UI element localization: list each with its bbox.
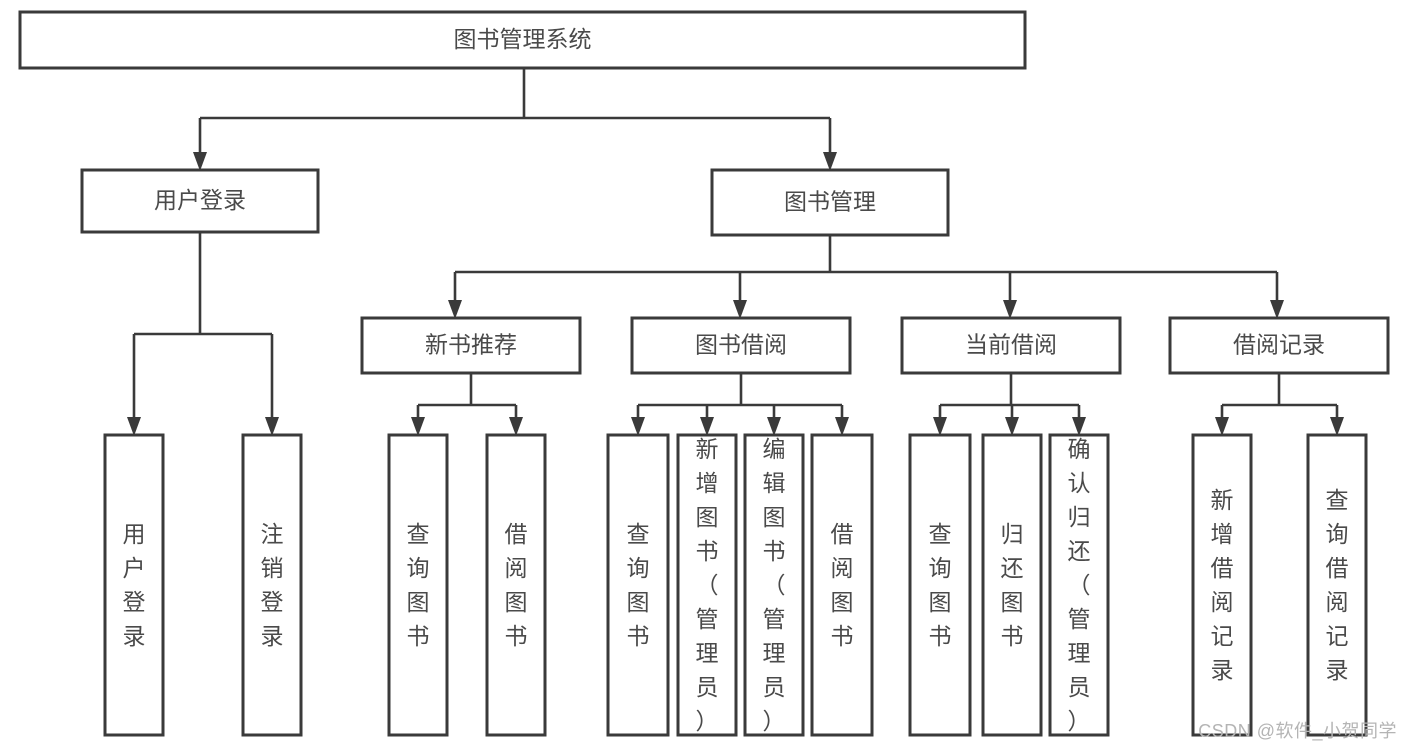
node-box[interactable] xyxy=(1048,433,1110,737)
node-label: 新增图书（管理员） xyxy=(696,436,719,734)
node-level3-图书借阅[interactable]: 图书借阅 xyxy=(630,316,852,375)
node-leaf-查询图书[interactable]: 查询图书 xyxy=(606,433,670,737)
node-box[interactable] xyxy=(387,433,449,737)
node-label: 查询图书 xyxy=(627,521,650,649)
arrow-head-icon xyxy=(193,152,207,171)
node-label: 归还图书 xyxy=(1001,521,1024,649)
node-level3-新书推荐[interactable]: 新书推荐 xyxy=(360,316,582,375)
node-label: 借阅图书 xyxy=(505,521,528,649)
arrow-head-icon xyxy=(265,417,279,436)
node-box[interactable] xyxy=(810,433,874,737)
connector-current-borrow-to-leaves xyxy=(933,373,1086,436)
node-label: 用户登录 xyxy=(154,187,246,213)
node-box[interactable] xyxy=(676,433,738,737)
connector-user-login-to-leaves xyxy=(127,232,279,436)
connector-new-book-to-leaves xyxy=(411,373,523,436)
arrow-head-icon xyxy=(1270,300,1284,319)
node-box[interactable] xyxy=(1306,433,1368,737)
node-level3-借阅记录[interactable]: 借阅记录 xyxy=(1168,316,1390,375)
connector-borrow-to-leaves xyxy=(631,373,849,436)
node-leaf-查询借阅记录[interactable]: 查询借阅记录 xyxy=(1306,433,1368,737)
node-label: 借阅图书 xyxy=(831,521,854,649)
node-leaf-确认归还管理员[interactable]: 确认归还（管理员） xyxy=(1048,433,1110,737)
node-label: 当前借阅 xyxy=(965,332,1057,358)
arrow-head-icon xyxy=(1072,417,1086,436)
node-leaf-归还图书[interactable]: 归还图书 xyxy=(981,433,1043,737)
arrow-head-icon xyxy=(1003,300,1017,319)
node-box[interactable] xyxy=(1191,433,1253,737)
node-box[interactable] xyxy=(900,316,1122,375)
node-box[interactable] xyxy=(103,433,165,737)
node-label: 查询借阅记录 xyxy=(1326,487,1349,683)
node-leaf-查询图书[interactable]: 查询图书 xyxy=(387,433,449,737)
node-label: 查询图书 xyxy=(929,521,952,649)
node-leaf-编辑图书管理员[interactable]: 编辑图书（管理员） xyxy=(743,433,805,737)
node-leaf-查询图书[interactable]: 查询图书 xyxy=(908,433,972,737)
node-level3-当前借阅[interactable]: 当前借阅 xyxy=(900,316,1122,375)
arrow-head-icon xyxy=(411,417,425,436)
node-label: 新增借阅记录 xyxy=(1211,487,1234,683)
node-leaf-新增借阅记录[interactable]: 新增借阅记录 xyxy=(1191,433,1253,737)
node-level2-用户登录[interactable]: 用户登录 xyxy=(80,168,320,234)
arrow-head-icon xyxy=(835,417,849,436)
arrow-head-icon xyxy=(733,300,747,319)
node-leaf-用户登录[interactable]: 用户登录 xyxy=(103,433,165,737)
arrow-head-icon xyxy=(509,417,523,436)
connector-borrow-record-to-leaves xyxy=(1215,373,1344,436)
node-level2-图书管理[interactable]: 图书管理 xyxy=(710,168,950,237)
node-box[interactable] xyxy=(18,10,1027,70)
node-label: 图书管理系统 xyxy=(454,26,592,52)
arrow-head-icon xyxy=(1215,417,1229,436)
node-label: 新书推荐 xyxy=(425,332,517,358)
connector-book-mgmt-to-level3 xyxy=(448,235,1284,319)
arrow-head-icon xyxy=(448,300,462,319)
arrow-head-icon xyxy=(767,417,781,436)
node-root-图书管理系统[interactable]: 图书管理系统 xyxy=(18,10,1027,70)
node-label: 借阅记录 xyxy=(1233,332,1325,358)
arrow-head-icon xyxy=(127,417,141,436)
node-label: 确认归还（管理员） xyxy=(1068,436,1091,734)
node-box[interactable] xyxy=(908,433,972,737)
arrow-head-icon xyxy=(933,417,947,436)
node-box[interactable] xyxy=(981,433,1043,737)
node-label: 图书管理 xyxy=(784,189,876,215)
node-leaf-新增图书管理员[interactable]: 新增图书（管理员） xyxy=(676,433,738,737)
node-label: 图书借阅 xyxy=(695,332,787,358)
node-label: 查询图书 xyxy=(407,521,430,649)
connector-layer xyxy=(127,68,1344,436)
arrow-head-icon xyxy=(823,152,837,171)
node-label: 注销登录 xyxy=(261,521,284,649)
node-leaf-借阅图书[interactable]: 借阅图书 xyxy=(485,433,547,737)
node-box[interactable] xyxy=(360,316,582,375)
node-box[interactable] xyxy=(1168,316,1390,375)
arrow-head-icon xyxy=(1330,417,1344,436)
arrow-head-icon xyxy=(700,417,714,436)
node-box[interactable] xyxy=(630,316,852,375)
node-box[interactable] xyxy=(710,168,950,237)
arrow-head-icon xyxy=(631,417,645,436)
node-box[interactable] xyxy=(485,433,547,737)
node-leaf-借阅图书[interactable]: 借阅图书 xyxy=(810,433,874,737)
node-box[interactable] xyxy=(241,433,303,737)
node-layer: 图书管理系统用户登录图书管理新书推荐图书借阅当前借阅借阅记录用户登录注销登录查询… xyxy=(18,10,1390,737)
connector-root-to-level2 xyxy=(193,68,837,171)
node-box[interactable] xyxy=(80,168,320,234)
node-label: 编辑图书（管理员） xyxy=(763,436,786,734)
node-box[interactable] xyxy=(743,433,805,737)
node-label: 用户登录 xyxy=(123,521,146,649)
arrow-head-icon xyxy=(1005,417,1019,436)
node-leaf-注销登录[interactable]: 注销登录 xyxy=(241,433,303,737)
node-box[interactable] xyxy=(606,433,670,737)
